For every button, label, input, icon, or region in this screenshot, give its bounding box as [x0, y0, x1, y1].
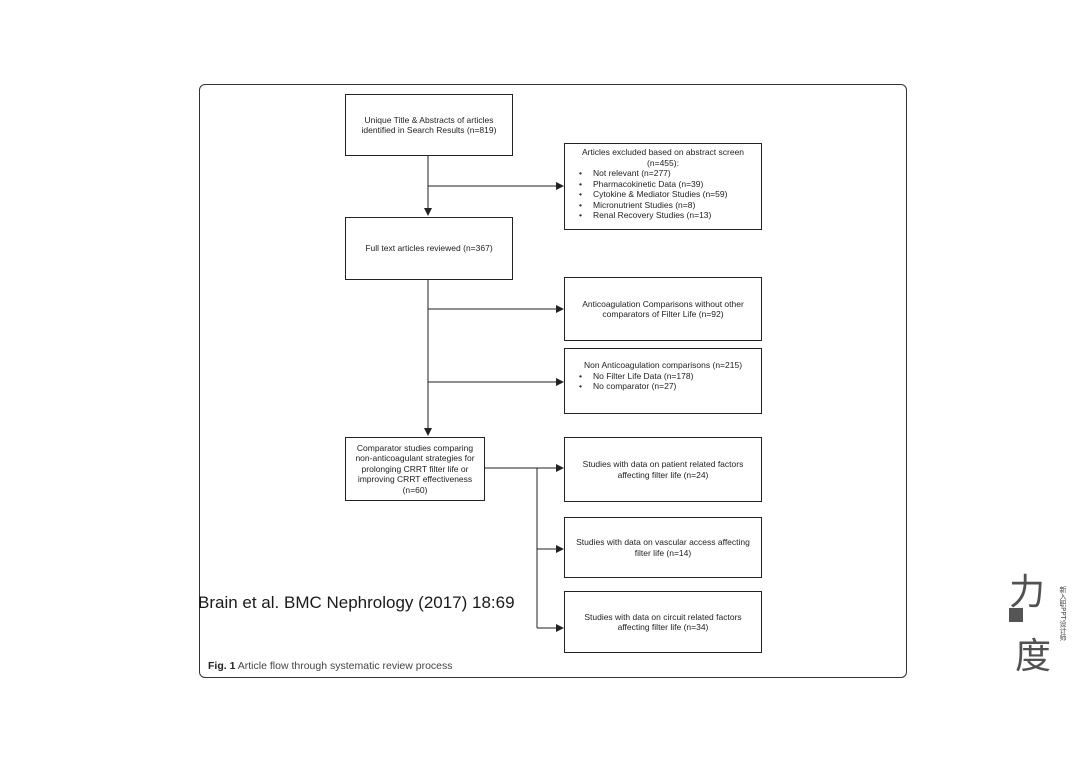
svg-text:力: 力: [1009, 572, 1045, 613]
list-item: Cytokine & Mediator Studies (n=59): [573, 189, 753, 200]
box-excluded-abstract: Articles excluded based on abstract scre…: [564, 143, 762, 230]
box-vascular-text: Studies with data on vascular access aff…: [576, 537, 750, 558]
box-search-results: Unique Title & Abstracts of articles ide…: [345, 94, 513, 156]
excluded-list: Not relevant (n=277) Pharmacokinetic Dat…: [573, 168, 753, 221]
box-full-text-reviewed: Full text articles reviewed (n=367): [345, 217, 513, 280]
list-item: Not relevant (n=277): [573, 168, 753, 179]
box-patient-factors: Studies with data on patient related fac…: [564, 437, 762, 502]
caption-text: Article flow through systematic review p…: [237, 660, 453, 672]
list-item: No Filter Life Data (n=178): [573, 371, 753, 382]
list-item: Micronutrient Studies (n=8): [573, 200, 753, 211]
non-anticoag-list: No Filter Life Data (n=178) No comparato…: [573, 371, 753, 392]
list-item: Renal Recovery Studies (n=13): [573, 210, 753, 221]
figure-caption: Fig. 1 Article flow through systematic r…: [208, 660, 453, 672]
box-search-results-text: Unique Title & Abstracts of articles ide…: [361, 114, 497, 136]
box-comparator-studies: Comparator studies comparing non-anticoa…: [345, 437, 485, 501]
figure-frame: [199, 84, 907, 678]
excluded-heading: Articles excluded based on abstract scre…: [581, 147, 745, 168]
box-anticoag-text: Anticoagulation Comparisons without othe…: [582, 298, 744, 320]
box-circuit-text: Studies with data on circuit related fac…: [584, 611, 742, 633]
caption-label: Fig. 1: [208, 660, 236, 672]
box-anticoag-comparisons: Anticoagulation Comparisons without othe…: [564, 277, 762, 341]
list-item: Pharmacokinetic Data (n=39): [573, 179, 753, 190]
box-vascular-access: Studies with data on vascular access aff…: [564, 517, 762, 578]
box-full-text-text: Full text articles reviewed (n=367): [365, 243, 493, 254]
svg-text:新入职PPT设计师: 新入职PPT设计师: [1059, 585, 1067, 642]
svg-text:度: 度: [1015, 636, 1051, 676]
box-patient-text: Studies with data on patient related fac…: [582, 459, 744, 480]
non-anticoag-heading: Non Anticoagulation comparisons (n=215): [583, 360, 743, 370]
box-circuit-factors: Studies with data on circuit related fac…: [564, 591, 762, 653]
watermark-logo: 力 度 新入职PPT设计师: [1005, 566, 1069, 677]
citation-text: Brain et al. BMC Nephrology (2017) 18:69: [198, 593, 515, 612]
box-non-anticoag: Non Anticoagulation comparisons (n=215) …: [564, 348, 762, 414]
list-item: No comparator (n=27): [573, 381, 753, 392]
box-comparator-text: Comparator studies comparing non-anticoa…: [355, 442, 475, 495]
calligraphy-logo-icon: 力 度 新入职PPT设计师: [1009, 572, 1067, 677]
